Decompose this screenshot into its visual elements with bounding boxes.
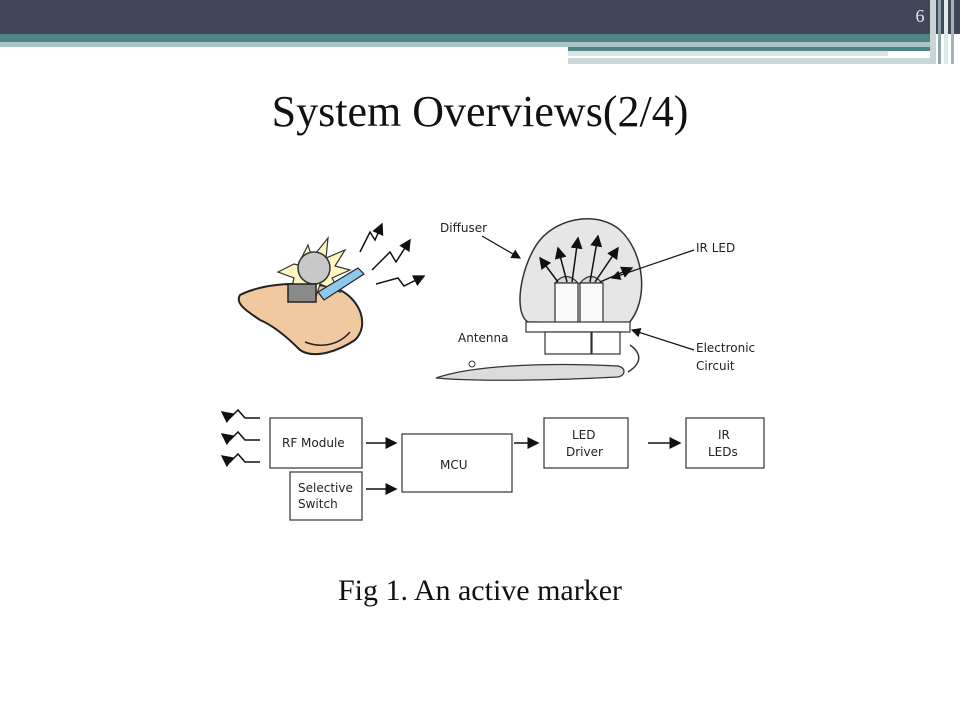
- electronic-label: Electronic: [696, 341, 755, 355]
- antenna-label: Antenna: [458, 331, 508, 345]
- header-stripe-light: [0, 42, 930, 47]
- hand-marker-illustration: [237, 222, 426, 356]
- header-bar: [0, 0, 960, 34]
- led-driver-block: [543, 417, 629, 469]
- ir-leds-block: [685, 417, 765, 469]
- leds-label: LEDs: [708, 445, 738, 459]
- selective-label: Selective: [298, 481, 353, 495]
- driver-label: Driver: [566, 445, 603, 459]
- edge-rule: [938, 0, 941, 64]
- mcu-block: [401, 433, 513, 493]
- edge-rule: [930, 0, 936, 64]
- rf-signal-arrows: [220, 408, 260, 468]
- figure-caption: Fig 1. An active marker: [337, 574, 623, 607]
- header-stripe-pale: [568, 51, 888, 56]
- diffuser-label: Diffuser: [440, 221, 487, 235]
- edge-rule: [944, 0, 948, 64]
- ir-label: IR: [718, 428, 730, 442]
- page-number: 6: [915, 6, 925, 26]
- rf-module-label: RF Module: [282, 436, 345, 450]
- ir-led-label: IR LED: [696, 241, 735, 255]
- mcu-label: MCU: [440, 458, 468, 472]
- block-diagram: RF Module Selective Switch MCU LED Drive…: [220, 408, 765, 521]
- header-stripe: [0, 34, 930, 42]
- circuit-label: Circuit: [696, 359, 735, 373]
- led-label: LED: [572, 428, 596, 442]
- edge-rule: [951, 0, 954, 64]
- header-stripe-accent: [568, 47, 930, 51]
- rf-module-block: [269, 417, 363, 469]
- marker-cross-section: Diffuser IR LED Antenna Electronic Circu…: [435, 218, 755, 381]
- active-marker-figure: Diffuser IR LED Antenna Electronic Circu…: [220, 218, 765, 521]
- slide-title: System Overviews(2/4): [271, 87, 689, 136]
- selective-switch-block: [289, 471, 363, 521]
- header-stripe-soft: [568, 58, 930, 64]
- switch-label: Switch: [298, 497, 338, 511]
